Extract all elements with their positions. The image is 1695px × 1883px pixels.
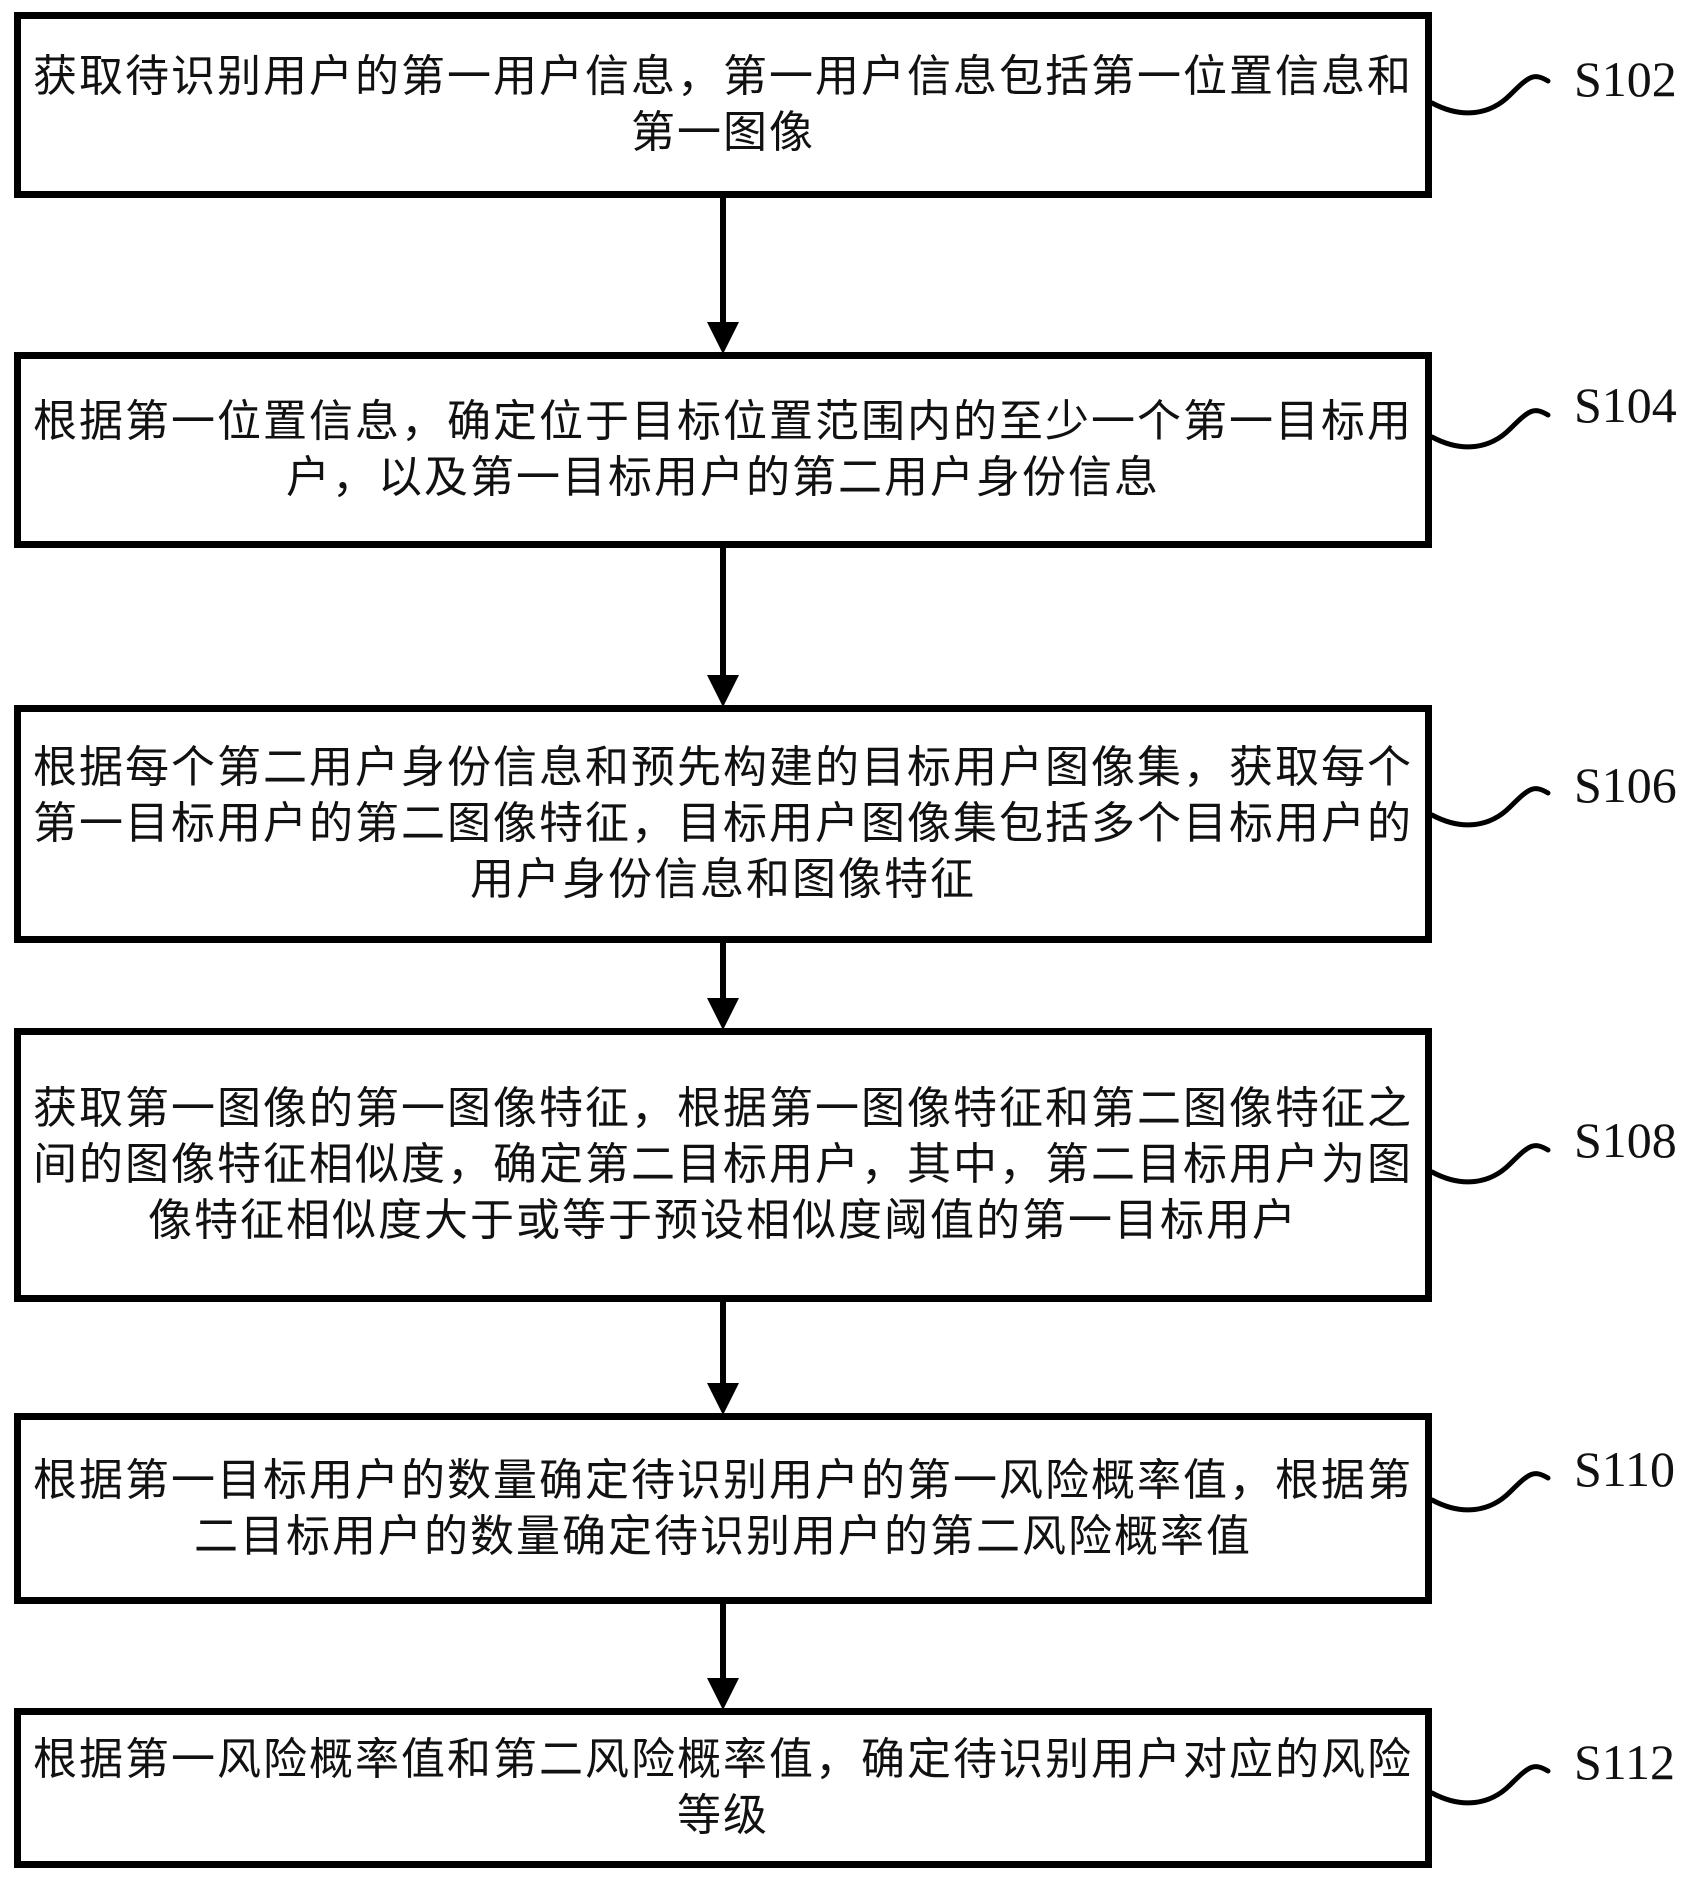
step-text-s112: 根据第一风险概率值和第二风险概率值，确定待识别用户对应的风险等级 bbox=[33, 1734, 1413, 1841]
arrow-s110-to-s112 bbox=[707, 1604, 739, 1710]
step-label-s106: S106 bbox=[1574, 757, 1677, 813]
arrow-s106-to-s108 bbox=[707, 943, 739, 1030]
arrow-head-icon bbox=[707, 1678, 739, 1710]
leader-squiggle-s102 bbox=[1429, 74, 1551, 116]
step-box-s110: 根据第一目标用户的数量确定待识别用户的第一风险概率值，根据第二目标用户的数量确定… bbox=[14, 1413, 1432, 1604]
leader-squiggle-s104 bbox=[1429, 408, 1551, 450]
arrow-s108-to-s110 bbox=[707, 1302, 739, 1415]
leader-squiggle-s112 bbox=[1429, 1764, 1551, 1806]
step-label-s108: S108 bbox=[1574, 1112, 1677, 1168]
step-label-s112: S112 bbox=[1574, 1734, 1675, 1790]
leader-squiggle-s108 bbox=[1429, 1143, 1551, 1185]
step-label-s102: S102 bbox=[1574, 51, 1677, 107]
step-box-s112: 根据第一风险概率值和第二风险概率值，确定待识别用户对应的风险等级 bbox=[14, 1708, 1432, 1868]
step-box-s108: 获取第一图像的第一图像特征，根据第一图像特征和第二图像特征之间的图像特征相似度，… bbox=[14, 1028, 1432, 1302]
step-box-s104: 根据第一位置信息，确定位于目标位置范围内的至少一个第一目标用户，以及第一目标用户… bbox=[14, 352, 1432, 548]
arrow-head-icon bbox=[707, 675, 739, 707]
arrow-head-icon bbox=[707, 322, 739, 354]
step-text-s110: 根据第一目标用户的数量确定待识别用户的第一风险概率值，根据第二目标用户的数量确定… bbox=[33, 1454, 1413, 1562]
step-text-s104: 根据第一位置信息，确定位于目标位置范围内的至少一个第一目标用户，以及第一目标用户… bbox=[33, 396, 1413, 503]
step-text-s108: 获取第一图像的第一图像特征，根据第一图像特征和第二图像特征之间的图像特征相似度，… bbox=[33, 1083, 1413, 1246]
arrow-s104-to-s106 bbox=[707, 548, 739, 707]
step-label-s104: S104 bbox=[1574, 377, 1677, 433]
step-text-s106: 根据每个第二用户身份信息和预先构建的目标用户图像集，获取每个第一目标用户的第二图… bbox=[33, 742, 1413, 905]
arrow-head-icon bbox=[707, 1383, 739, 1415]
step-box-s106: 根据每个第二用户身份信息和预先构建的目标用户图像集，获取每个第一目标用户的第二图… bbox=[14, 705, 1432, 943]
leader-squiggle-s110 bbox=[1429, 1471, 1551, 1513]
leader-squiggle-s106 bbox=[1429, 786, 1551, 828]
arrow-head-icon bbox=[707, 998, 739, 1030]
step-label-s110: S110 bbox=[1574, 1441, 1675, 1497]
arrow-s102-to-s104 bbox=[707, 198, 739, 354]
step-box-s102: 获取待识别用户的第一用户信息，第一用户信息包括第一位置信息和第一图像 bbox=[14, 12, 1432, 198]
step-text-s102: 获取待识别用户的第一用户信息，第一用户信息包括第一位置信息和第一图像 bbox=[33, 51, 1413, 158]
